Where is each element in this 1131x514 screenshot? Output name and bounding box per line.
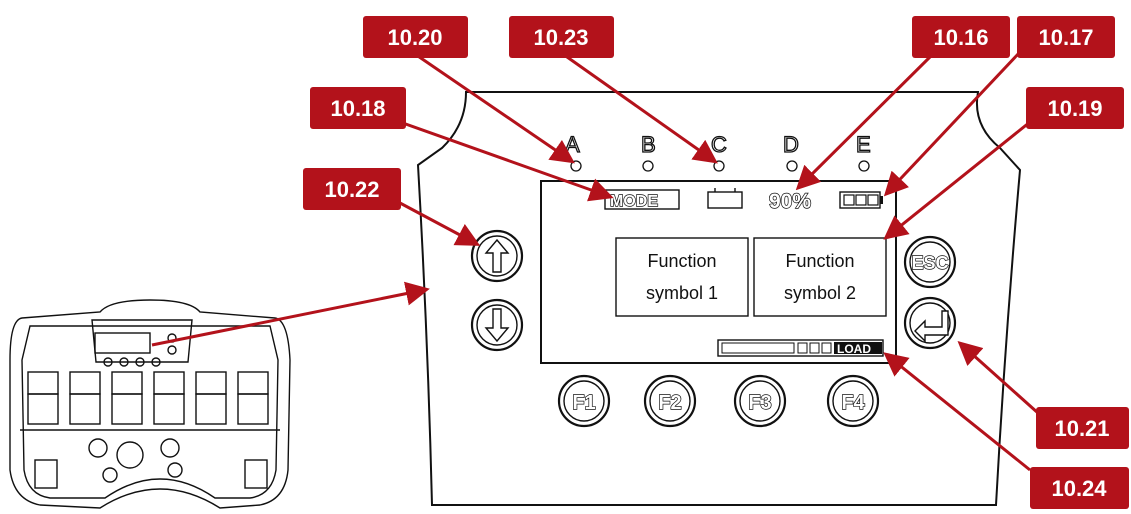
function-box-2: [753, 237, 887, 317]
arrow-10-17: [883, 50, 1022, 197]
callout-10-20: 10.20: [363, 16, 468, 58]
down-button[interactable]: [470, 298, 524, 352]
led-e-label: E: [856, 132, 871, 157]
callout-10-21: 10.21: [1036, 407, 1129, 449]
led-c: [713, 160, 725, 172]
led-d: [786, 160, 798, 172]
svg-text:10.19: 10.19: [1047, 96, 1102, 121]
arrow-10-23: [559, 50, 718, 164]
f3-button[interactable]: F3: [733, 374, 787, 428]
load-bar: [717, 339, 884, 357]
svg-text:10.20: 10.20: [387, 25, 442, 50]
f4-label: F4: [841, 392, 865, 414]
function-box-1-line2: symbol 1: [646, 283, 718, 303]
led-c-label: C: [711, 132, 727, 157]
callout-10-18: 10.18: [310, 87, 406, 129]
f1-label: F1: [572, 392, 595, 414]
svg-text:10.17: 10.17: [1038, 25, 1093, 50]
callout-10-24: 10.24: [1030, 467, 1129, 509]
battery-empty-icon: [707, 188, 743, 209]
led-row: A B C D E: [564, 131, 871, 172]
up-button[interactable]: [470, 229, 524, 283]
arrow-10-20: [411, 50, 575, 164]
callout-arrows: [151, 50, 1040, 472]
battery-level-icon: [839, 191, 883, 209]
function-box-1: [615, 237, 749, 317]
svg-text:10.18: 10.18: [330, 96, 385, 121]
arrow-up-icon: [484, 238, 510, 273]
svg-text:10.22: 10.22: [324, 177, 379, 202]
led-a: [570, 160, 582, 172]
enter-icon: [914, 310, 949, 343]
svg-text:10.24: 10.24: [1051, 476, 1107, 501]
f3-label: F3: [748, 392, 771, 414]
arrow-overview: [151, 281, 430, 347]
led-b: [642, 160, 654, 172]
arrow-10-16: [795, 50, 937, 191]
arrow-10-21: [957, 340, 1040, 415]
led-b-label: B: [641, 132, 656, 157]
callout-10-22: 10.22: [303, 168, 401, 210]
callout-10-17: 10.17: [1017, 16, 1115, 58]
callout-10-23: 10.23: [509, 16, 614, 58]
arrow-down-icon: [484, 308, 510, 343]
remote-overview-drawing: [9, 299, 291, 509]
f2-button[interactable]: F2: [643, 374, 697, 428]
f1-button[interactable]: F1: [557, 374, 611, 428]
arrow-10-18: [399, 120, 614, 202]
arrow-10-22: [399, 201, 481, 246]
mode-label: MODE: [610, 193, 658, 210]
callout-10-16: 10.16: [912, 16, 1010, 58]
svg-text:10.21: 10.21: [1054, 416, 1109, 441]
function-box-1-line1: Function: [647, 251, 716, 271]
led-d-label: D: [783, 132, 799, 157]
enter-button[interactable]: [903, 296, 957, 350]
callout-10-19: 10.19: [1026, 87, 1124, 129]
arrow-10-24: [883, 352, 1031, 472]
function-box-2-line1: Function: [785, 251, 854, 271]
svg-text:10.16: 10.16: [933, 25, 988, 50]
svg-text:10.23: 10.23: [533, 25, 588, 50]
esc-label: ESC: [911, 253, 948, 273]
arrow-10-19: [883, 120, 1031, 240]
led-e: [858, 160, 870, 172]
esc-button[interactable]: ESC: [903, 235, 957, 289]
load-label: LOAD: [837, 342, 871, 356]
led-a-label: A: [565, 132, 580, 157]
f2-label: F2: [658, 392, 681, 414]
function-box-2-line2: symbol 2: [784, 283, 856, 303]
f4-button[interactable]: F4: [826, 374, 880, 428]
battery-percent: 90%: [769, 190, 811, 213]
